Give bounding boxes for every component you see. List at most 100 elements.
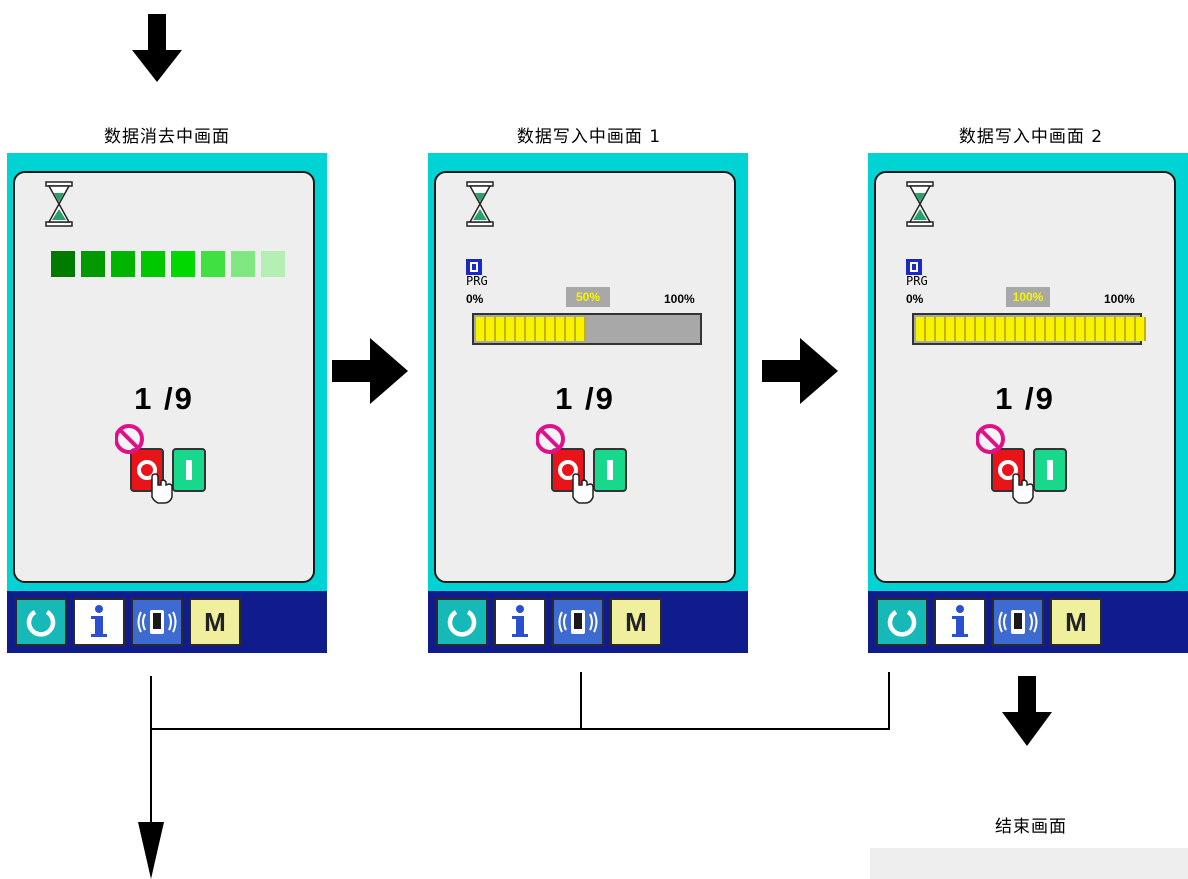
caption-erase-screen: 数据消去中画面 [104,127,230,147]
reset-icon [26,610,56,637]
communication-button[interactable] [552,598,604,646]
progress-fill-segment [1096,317,1106,341]
arrow-down-icon [1002,676,1052,746]
progress-segment [171,251,195,277]
write-progress-bar [472,313,702,345]
information-button[interactable] [494,598,546,646]
progress-fill-segment [916,317,926,341]
progress-segment [231,251,255,277]
write-screen-2-panel: PRG 0% 100% 100% 1 /9 [868,153,1188,653]
connector-line [580,672,582,730]
arrow-down-icon [138,822,164,879]
info-icon [512,605,528,637]
progress-fill-segment [926,317,936,341]
progress-current-label: 100% [1006,287,1050,307]
progress-fill-segment [1046,317,1056,341]
caption-write-screen-1: 数据写入中画面 1 [516,127,662,147]
progress-fill-segment [1116,317,1126,341]
progress-fill-segment [1106,317,1116,341]
progress-fill-segment [1086,317,1096,341]
information-button[interactable] [934,598,986,646]
communication-button[interactable] [992,598,1044,646]
progress-fill-segment [566,317,576,341]
progress-fill-segment [1136,317,1146,341]
arrow-right-icon [332,338,408,404]
communication-button[interactable] [131,598,183,646]
program-counter: 1 /9 [555,381,615,416]
progress-fill-segment [1056,317,1066,341]
info-icon [91,605,107,637]
connector-line [150,728,890,730]
progress-fill-segment [1126,317,1136,341]
prg-label: PRG [466,274,488,288]
communication-icon [558,610,598,634]
progress-fill-segment [986,317,996,341]
progress-fill-segment [966,317,976,341]
mode-icon: M [625,606,647,637]
memory-card-icon [906,259,922,275]
progress-fill-segment [1026,317,1036,341]
mode-button[interactable]: M [189,598,241,646]
progress-fill-segment [486,317,496,341]
mode-icon: M [1065,606,1087,637]
connector-line [888,672,890,730]
arrow-right-icon [762,338,838,404]
progress-end-label: 100% [1104,292,1135,306]
progress-fill-segment [976,317,986,341]
progress-start-label: 0% [906,292,924,306]
progress-fill-segment [496,317,506,341]
reset-button[interactable] [15,598,67,646]
progress-fill-segment [556,317,566,341]
reset-icon [887,610,917,637]
progress-fill-segment [526,317,536,341]
memory-card-icon [466,259,482,275]
progress-segment [141,251,165,277]
progress-fill-segment [946,317,956,341]
caption-end-screen: 结束画面 [995,817,1067,837]
footer-bar: M [868,591,1188,653]
caption-write-screen-2: 数据写入中画面 2 [958,127,1104,147]
info-icon [952,605,968,637]
stop-switch-prohibited-icon [536,424,627,504]
hourglass-icon [906,181,934,227]
communication-icon [998,610,1038,634]
progress-fill-segment [1076,317,1086,341]
information-button[interactable] [73,598,125,646]
reset-button[interactable] [436,598,488,646]
reset-button[interactable] [876,598,928,646]
footer-bar: M [428,591,748,653]
reset-icon [447,610,477,637]
progress-segment [51,251,75,277]
progress-fill-segment [996,317,1006,341]
program-counter: 1 /9 [134,381,194,416]
progress-fill-segment [516,317,526,341]
end-screen-panel [870,848,1188,879]
progress-segment [111,251,135,277]
progress-fill-segment [506,317,516,341]
progress-start-label: 0% [466,292,484,306]
write-screen-1-display: PRG 0% 50% 100% 1 /9 [434,171,736,583]
mode-button[interactable]: M [1050,598,1102,646]
communication-icon [137,610,177,634]
stop-switch-prohibited-icon [976,424,1067,504]
erase-screen-display: 1 /9 [13,171,315,583]
hourglass-icon [466,181,494,227]
progress-segment [81,251,105,277]
progress-segment [261,251,285,277]
progress-fill-segment [1036,317,1046,341]
connector-line [150,676,152,836]
progress-fill-segment [576,317,586,341]
mode-button[interactable]: M [610,598,662,646]
progress-fill-segment [1016,317,1026,341]
program-counter: 1 /9 [995,381,1055,416]
prg-label: PRG [906,274,928,288]
hourglass-icon [45,181,73,227]
progress-current-label: 50% [566,287,610,307]
write-screen-2-display: PRG 0% 100% 100% 1 /9 [874,171,1176,583]
erase-screen-panel: 1 /9 [7,153,327,653]
progress-fill-segment [1066,317,1076,341]
progress-fill-segment [536,317,546,341]
write-progress-bar [912,313,1146,345]
stop-switch-prohibited-icon [115,424,206,504]
progress-segment [201,251,225,277]
